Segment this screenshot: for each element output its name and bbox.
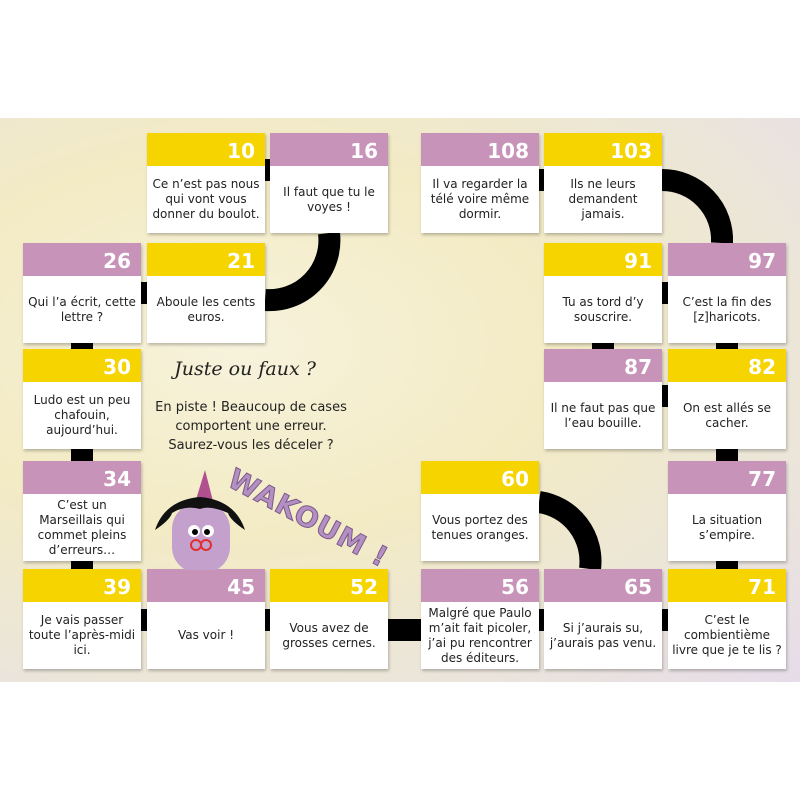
square-sentence: Il va regarder la télé voire même dormir…	[430, 177, 530, 221]
square-sentence: Vas voir !	[177, 628, 235, 642]
square-number: 34	[23, 461, 141, 494]
square-sentence: Ludo est un peu chafouin, aujourd’hui.	[33, 393, 131, 437]
square-number: 97	[668, 243, 786, 276]
square-sentence: Qui l’a écrit, cette lettre ?	[28, 294, 136, 324]
square-sentence: Si j’aurais su, j’aurais pas venu.	[549, 620, 657, 650]
square-number: 60	[421, 461, 539, 494]
square-sentence: Je vais passer toute l’après-midi ici.	[28, 613, 136, 657]
board-square-77[interactable]: 77 La situation s’empire.	[668, 461, 786, 561]
square-number: 87	[544, 349, 662, 382]
instruction-line: Saurez-vous les déceler ?	[168, 438, 334, 453]
board-square-16[interactable]: 16 Il faut que tu le voyes !	[270, 133, 388, 233]
square-sentence: Il ne faut pas que l’eau bouille.	[550, 400, 656, 430]
board-square-82[interactable]: 82 On est allés se cacher.	[668, 349, 786, 449]
instruction-line: En piste ! Beaucoup de cases	[155, 400, 347, 415]
square-sentence: On est allés se cacher.	[682, 400, 772, 430]
square-sentence: Malgré que Paulo m’ait fait picoler, j’a…	[428, 605, 532, 665]
square-number: 91	[544, 243, 662, 276]
board-square-87[interactable]: 87 Il ne faut pas que l’eau bouille.	[544, 349, 662, 449]
square-number: 52	[270, 569, 388, 602]
square-number: 56	[421, 569, 539, 602]
square-sentence: Il faut que tu le voyes !	[283, 184, 375, 214]
square-number: 108	[421, 133, 539, 166]
square-number: 77	[668, 461, 786, 494]
square-number: 82	[668, 349, 786, 382]
square-sentence: Aboule les cents euros.	[156, 294, 256, 324]
square-sentence: Ils ne leurs demandent jamais.	[568, 177, 638, 221]
square-number: 30	[23, 349, 141, 382]
board-square-39[interactable]: 39 Je vais passer toute l’après-midi ici.	[23, 569, 141, 669]
square-number: 16	[270, 133, 388, 166]
square-number: 21	[147, 243, 265, 276]
square-sentence: C’est le combientième livre que je te li…	[672, 613, 782, 657]
game-title: Juste ou faux ?	[174, 358, 316, 380]
board-square-10[interactable]: 10 Ce n’est pas nous qui vont vous donner…	[147, 133, 265, 233]
board-square-65[interactable]: 65 Si j’aurais su, j’aurais pas venu.	[544, 569, 662, 669]
square-sentence: Vous portez des tenues oranges.	[431, 512, 529, 542]
square-number: 103	[544, 133, 662, 166]
square-number: 39	[23, 569, 141, 602]
square-sentence: C’est un Marseillais qui commet pleins d…	[37, 497, 127, 557]
square-sentence: Vous avez de grosses cernes.	[282, 620, 376, 650]
board-square-91[interactable]: 91 Tu as tord d’y souscrire.	[544, 243, 662, 343]
square-number: 10	[147, 133, 265, 166]
board-square-108[interactable]: 108 Il va regarder la télé voire même dor…	[421, 133, 539, 233]
square-number: 65	[544, 569, 662, 602]
square-sentence: Tu as tord d’y souscrire.	[562, 294, 644, 324]
square-number: 26	[23, 243, 141, 276]
square-sentence: La situation s’empire.	[691, 512, 763, 542]
instruction-line: comportent une erreur.	[175, 419, 327, 434]
square-number: 71	[668, 569, 786, 602]
square-sentence: Ce n’est pas nous qui vont vous donner d…	[152, 177, 260, 221]
mascot-character	[155, 470, 245, 570]
square-sentence: C’est la fin des [z]haricots.	[682, 294, 772, 324]
game-instructions: En piste ! Beaucoup de cases comportent …	[146, 398, 356, 455]
square-number: 45	[147, 569, 265, 602]
